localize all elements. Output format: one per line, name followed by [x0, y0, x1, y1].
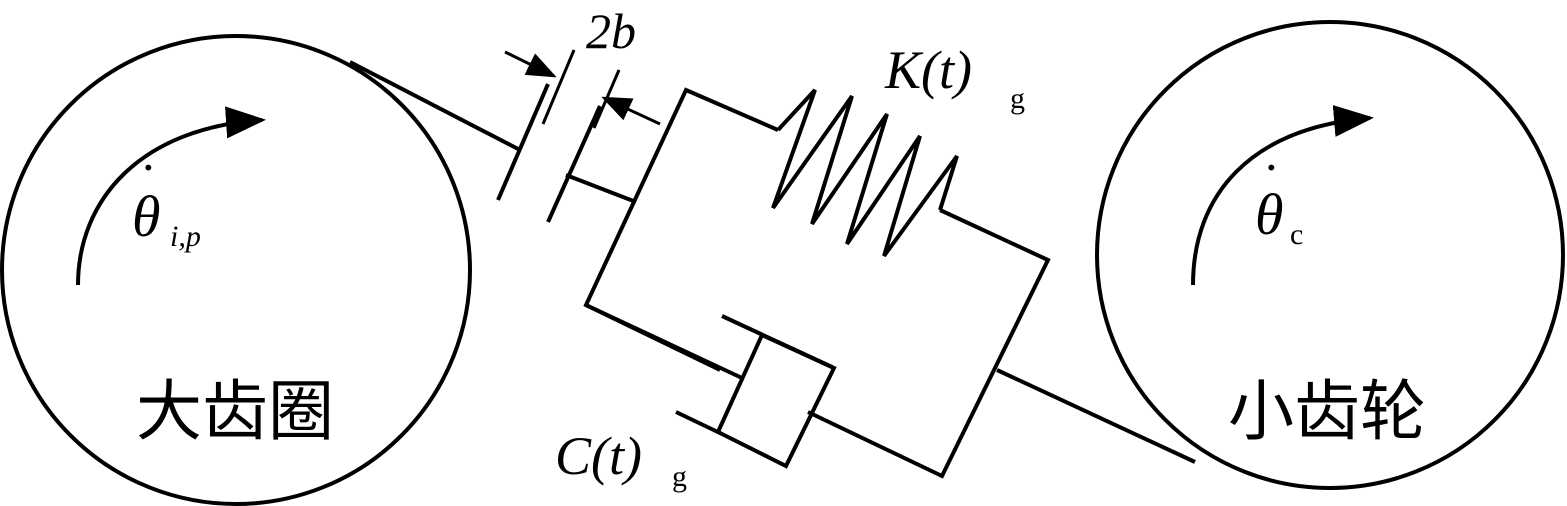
- spring-frame-right: [807, 208, 1051, 479]
- small-gear-name: 小齿轮: [1228, 373, 1426, 450]
- backlash-dim-tick-left: [541, 49, 576, 125]
- big-gear-rotation-arrow: [76, 106, 266, 286]
- mesh-line-upper-left: [349, 60, 521, 152]
- big-gear-name: 大齿圈: [136, 373, 334, 450]
- backlash-dim-arrow-left: [504, 50, 557, 78]
- mesh-line-lower-right: [996, 368, 1196, 464]
- big-gear-theta: θ: [132, 184, 161, 249]
- backlash-label: 2b: [586, 3, 636, 59]
- backlash-plate-left: [496, 83, 550, 201]
- big-gear-theta-subscript: i,p: [170, 220, 201, 253]
- damper-rod-left: [675, 410, 723, 436]
- stiffness-subscript: g: [1010, 82, 1025, 115]
- big-gear-theta-dot: ·: [140, 139, 157, 195]
- small-gear-theta-subscript: c: [1290, 218, 1303, 251]
- small-gear-rotation-arrow: [1191, 105, 1374, 286]
- damper-cylinder: [715, 332, 837, 469]
- backlash-plate-right: [546, 105, 602, 223]
- spring-coil: [771, 88, 959, 258]
- damping-subscript: g: [672, 460, 687, 493]
- big-gear-circle: [0, 34, 472, 506]
- backlash-link: [565, 173, 637, 204]
- small-gear-theta-dot: ·: [1263, 139, 1280, 195]
- frame-to-damper-lower: [585, 303, 743, 380]
- stiffness-label: K(t): [884, 40, 972, 100]
- backlash-dim-arrow-right: [601, 96, 661, 126]
- damping-label: C(t): [555, 426, 642, 486]
- small-gear-circle: [1095, 20, 1565, 490]
- small-gear-theta: θ: [1255, 182, 1284, 247]
